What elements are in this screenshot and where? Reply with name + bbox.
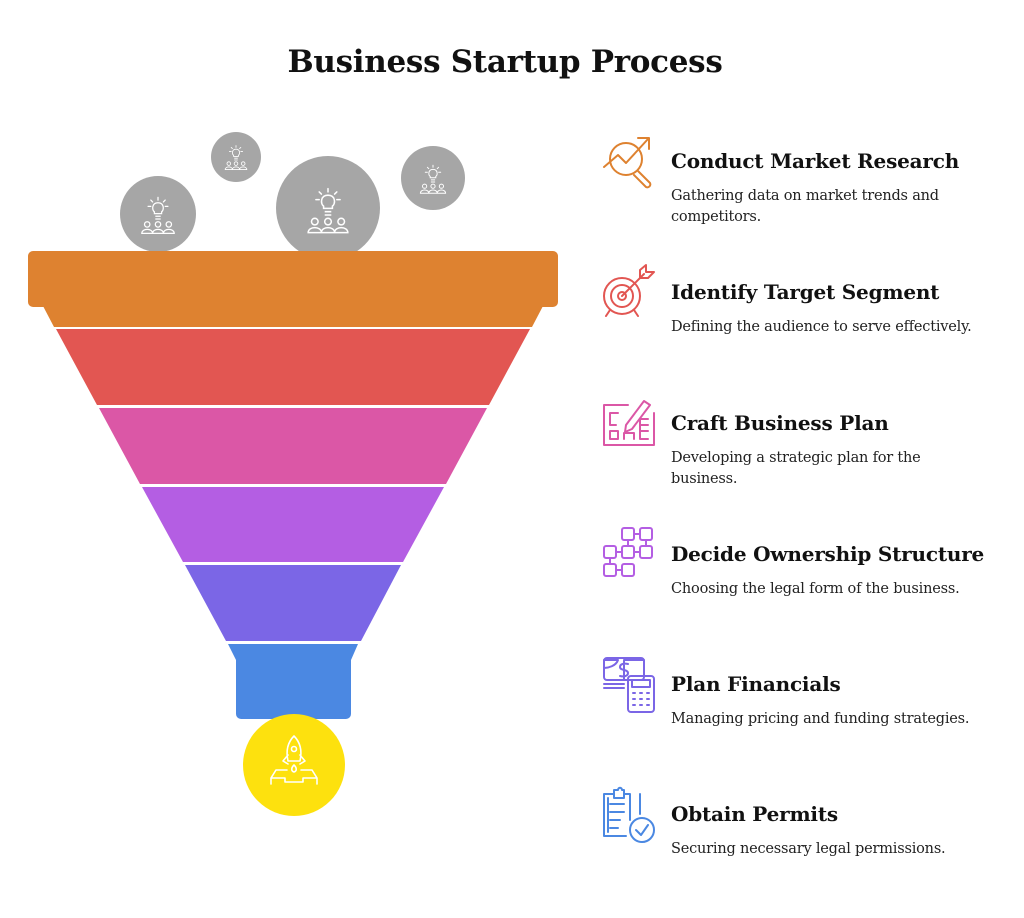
step-title: Craft Business Plan [671,411,889,435]
idea-bubble-3 [276,156,380,260]
idea-bubble-1 [120,176,196,252]
step-title: Identify Target Segment [671,280,940,304]
step-description: Securing necessary legal permissions. [671,841,946,857]
funnel-layer-target-segment [56,329,530,405]
page-title: Business Startup Process [287,44,723,80]
clipboard-check-icon [603,786,655,843]
funnel-layer-business-plan [99,408,487,484]
output-circle [243,714,345,816]
step-title: Conduct Market Research [671,149,960,173]
org-structure-icon [603,527,653,577]
idea-bubble-2 [211,132,261,182]
step-description: Developing a strategic plan for the busi… [671,450,921,487]
rocket-launch-icon [270,735,318,785]
idea-bubble-4 [401,146,465,210]
step-title: Decide Ownership Structure [671,542,985,566]
money-calculator-icon [603,657,655,713]
step-title: Plan Financials [671,672,841,696]
step-description: Managing pricing and funding strategies. [671,711,970,727]
step-description: Gathering data on market trends and comp… [671,188,939,225]
funnel-diagram [28,132,558,816]
funnel-layer-ownership [142,487,444,562]
step-title: Obtain Permits [671,802,838,826]
funnel-layer-market-research [28,251,558,327]
plan-pencil-icon [603,400,655,446]
target-icon [603,264,655,317]
funnel-layer-permits [228,644,358,719]
market-research-icon [603,137,652,189]
step-description: Defining the audience to serve effective… [671,319,972,335]
funnel-layer-financials [185,565,401,641]
step-description: Choosing the legal form of the business. [671,581,960,597]
